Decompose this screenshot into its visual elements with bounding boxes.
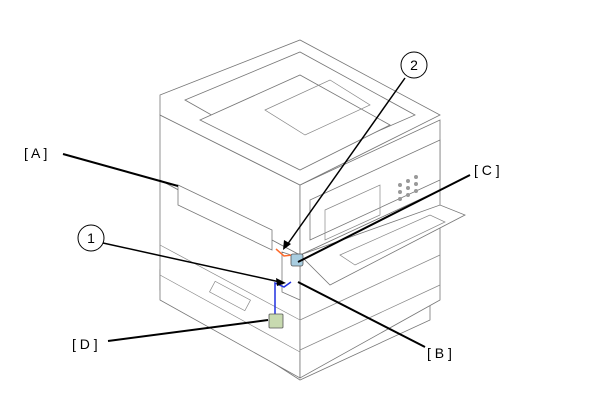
callout-2-text: 2 <box>410 57 418 73</box>
callout-2: 2 <box>400 51 428 79</box>
callout-1: 1 <box>77 224 105 252</box>
label-d: [ D ] <box>72 336 98 352</box>
label-a: [ A ] <box>24 145 47 161</box>
label-c: [ C ] <box>474 162 500 178</box>
internal-parts <box>268 248 304 329</box>
part-d <box>268 313 284 329</box>
leader-lines <box>62 77 471 348</box>
arrowhead-1 <box>276 278 286 286</box>
callout-1-text: 1 <box>87 230 95 246</box>
printer-body <box>159 39 466 381</box>
arrowhead-2 <box>283 240 291 250</box>
label-b: [ B ] <box>427 345 452 361</box>
